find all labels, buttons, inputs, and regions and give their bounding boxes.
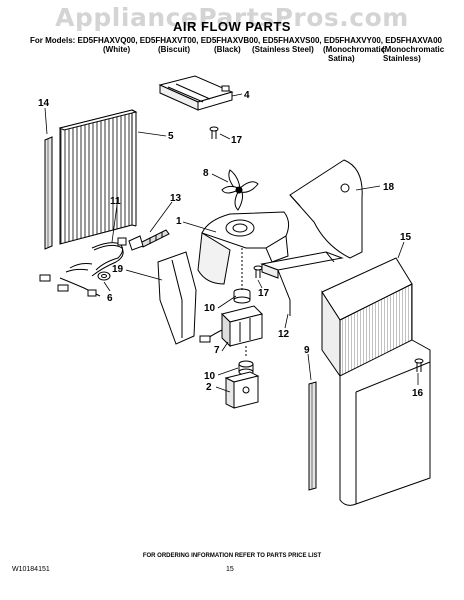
part-17-screw-top — [209, 126, 219, 139]
callout-labels: 14 5 4 17 8 1 18 13 11 6 19 10 17 12 7 1… — [38, 90, 424, 399]
callout-8: 8 — [203, 168, 209, 179]
part-17-screw-mid — [253, 265, 263, 278]
variant-stainless: (Stainless Steel) — [252, 45, 314, 54]
part-9-seal-strip — [308, 381, 317, 491]
callout-12: 12 — [278, 329, 290, 340]
callout-16: 16 — [412, 388, 424, 399]
part-16-screw — [414, 358, 424, 372]
part-4-duct-cover — [158, 75, 234, 111]
ordering-info: FOR ORDERING INFORMATION REFER TO PARTS … — [142, 553, 322, 559]
callout-15: 15 — [400, 232, 412, 243]
callout-19: 19 — [112, 264, 124, 275]
page-number: 15 — [226, 566, 234, 573]
part-1-fan-housing — [197, 211, 290, 285]
part-15-air-duct — [321, 257, 431, 506]
callout-18: 18 — [383, 182, 395, 193]
variant-biscuit: (Biscuit) — [158, 45, 190, 54]
variant-mono-stainless: (Monochromatic — [382, 45, 445, 54]
part-18-shroud-cover — [289, 159, 363, 259]
callout-10-lower: 10 — [204, 371, 216, 382]
callout-5: 5 — [168, 131, 174, 142]
part-2-motor-bracket — [224, 371, 260, 409]
variant-black: (Black) — [214, 45, 241, 54]
part-14-seal-strip — [44, 136, 53, 250]
part-11-wire-harness — [39, 237, 127, 297]
part-7-fan-motor — [199, 305, 263, 358]
part-6-grommet — [97, 271, 111, 281]
callout-13: 13 — [170, 193, 182, 204]
callout-6: 6 — [107, 293, 113, 304]
variant-mono-satina: (Monochromatic — [323, 45, 386, 54]
part-12-air-channel — [260, 251, 344, 316]
callout-1: 1 — [176, 216, 182, 227]
callout-2: 2 — [206, 382, 212, 393]
part-8-fan-blade — [221, 169, 259, 211]
callout-17-top: 17 — [231, 135, 243, 146]
callout-10-upper: 10 — [204, 303, 216, 314]
callout-9: 9 — [304, 345, 310, 356]
callout-7: 7 — [214, 345, 220, 356]
part-19-side-duct — [157, 251, 197, 345]
callout-14: 14 — [38, 98, 50, 109]
leader-lines — [44, 93, 419, 393]
variant-white: (White) — [103, 45, 131, 54]
variant-stainless-cont: Stainless) — [383, 54, 421, 63]
site-watermark: AppliancePartsPros.com — [55, 3, 409, 32]
page-title: AIR FLOW PARTS — [173, 19, 291, 34]
variant-satina-cont: Satina) — [328, 54, 355, 63]
model-list: For Models: ED5FHAXVQ00, ED5FHAXVT00, ED… — [30, 36, 442, 45]
part-13-thermistor — [128, 229, 170, 251]
callout-4: 4 — [244, 90, 250, 101]
callout-11: 11 — [110, 196, 121, 207]
document-id: W10184151 — [12, 566, 50, 573]
part-5-grille-panel — [58, 109, 138, 245]
callout-17-mid: 17 — [258, 288, 270, 299]
part-10-mount-upper — [233, 248, 251, 304]
